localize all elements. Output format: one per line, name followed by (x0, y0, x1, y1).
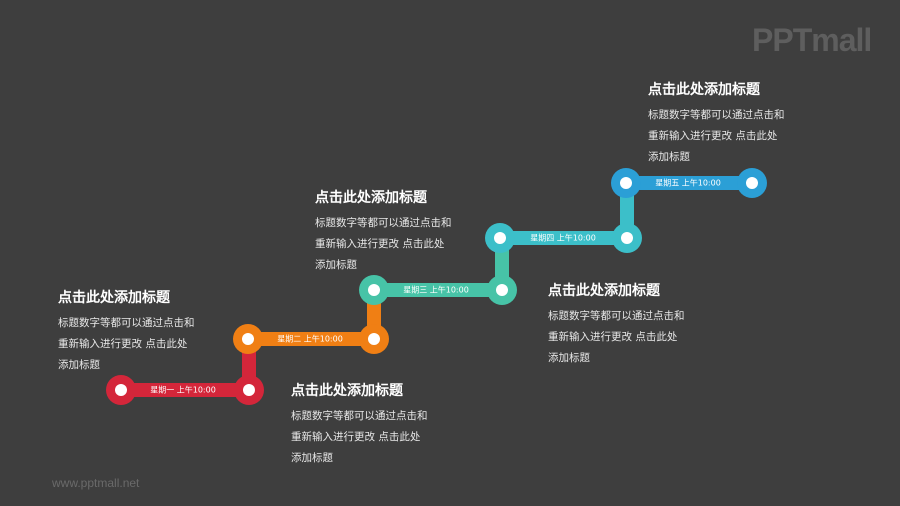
block-line: 添加标题 (291, 452, 333, 464)
block-line: 标题数字等都可以通过点击和 (548, 310, 685, 322)
block-line: 重新输入进行更改 点击此处 (548, 331, 678, 343)
text-block-1[interactable]: 点击此处添加标题 标题数字等都可以通过点击和 重新输入进行更改 点击此处 添加标… (58, 289, 195, 376)
step-1-track (106, 339, 264, 405)
pptmall-logo: PPTmall (752, 22, 872, 58)
step-2-label: 星期二 上午10:00 (277, 334, 343, 344)
step-5-label: 星期五 上午10:00 (655, 178, 721, 188)
block-line: 标题数字等都可以通过点击和 (58, 317, 195, 329)
block-line: 添加标题 (315, 259, 357, 271)
block-title: 点击此处添加标题 (58, 290, 170, 306)
text-block-4[interactable]: 点击此处添加标题 标题数字等都可以通过点击和 重新输入进行更改 点击此处 添加标… (548, 282, 685, 369)
text-block-3[interactable]: 点击此处添加标题 标题数字等都可以通过点击和 重新输入进行更改 点击此处 添加标… (315, 189, 452, 276)
block-title: 点击此处添加标题 (291, 383, 403, 399)
block-line: 标题数字等都可以通过点击和 (291, 410, 428, 422)
block-title: 点击此处添加标题 (315, 190, 427, 206)
block-title: 点击此处添加标题 (548, 283, 660, 299)
step-1-label: 星期一 上午10:00 (150, 385, 216, 395)
step-3-label: 星期三 上午10:00 (403, 285, 469, 295)
step-4-label: 星期四 上午10:00 (530, 233, 596, 243)
step-5-track (611, 168, 767, 198)
block-title: 点击此处添加标题 (648, 82, 760, 98)
block-line: 重新输入进行更改 点击此处 (315, 238, 445, 250)
block-line: 重新输入进行更改 点击此处 (648, 130, 778, 142)
step-3-track (359, 238, 517, 305)
block-line: 重新输入进行更改 点击此处 (291, 431, 421, 443)
block-line: 标题数字等都可以通过点击和 (315, 217, 452, 229)
block-line: 标题数字等都可以通过点击和 (648, 109, 785, 121)
text-block-5[interactable]: 点击此处添加标题 标题数字等都可以通过点击和 重新输入进行更改 点击此处 添加标… (648, 81, 785, 168)
block-line: 添加标题 (58, 359, 100, 371)
text-block-2[interactable]: 点击此处添加标题 标题数字等都可以通过点击和 重新输入进行更改 点击此处 添加标… (291, 382, 428, 469)
footer-url: www.pptmall.net (52, 476, 140, 490)
block-line: 添加标题 (648, 151, 690, 163)
block-line: 重新输入进行更改 点击此处 (58, 338, 188, 350)
block-line: 添加标题 (548, 352, 590, 364)
